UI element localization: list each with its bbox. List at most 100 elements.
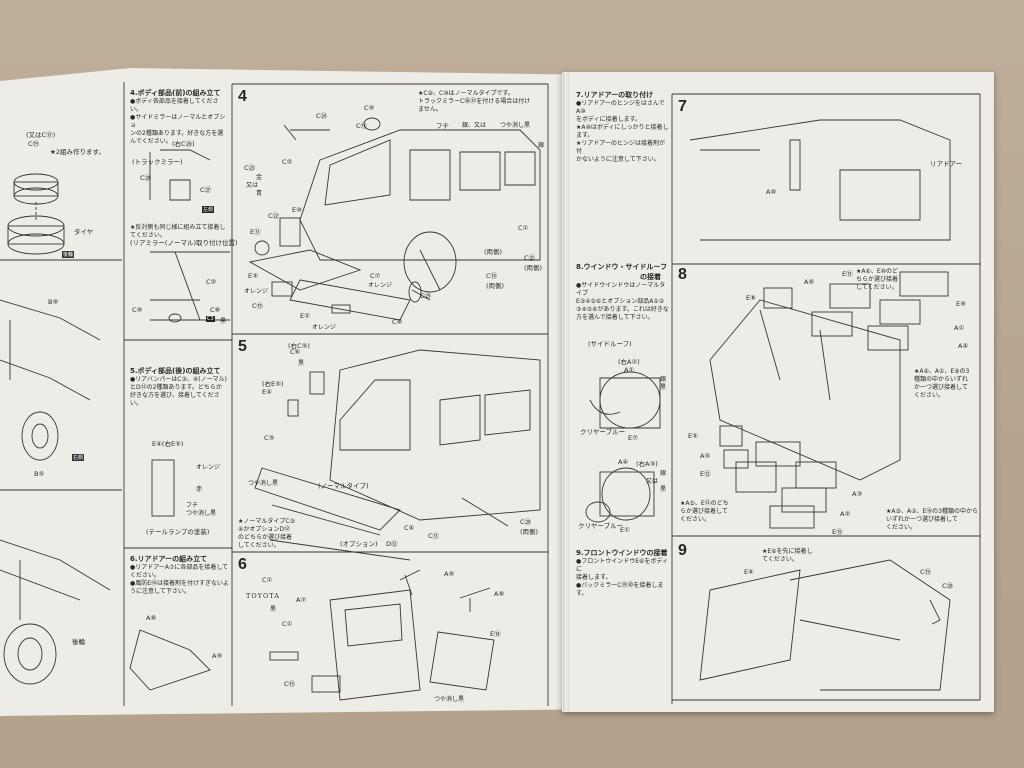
label-c25: C㉕ bbox=[420, 292, 432, 300]
label-a1-wr: A① bbox=[624, 366, 635, 374]
label-side-roof: (サイドルーフ) bbox=[588, 340, 632, 348]
label-a5: A⑤ bbox=[700, 452, 711, 460]
text-body-front: ●ボディ各部品を接着してください。 ●サイドミラーはノーマルとオプショ ンの2種… bbox=[130, 98, 226, 145]
label-c6: C⑥ bbox=[290, 348, 301, 356]
paint-orange-s4: オレンジ bbox=[244, 288, 269, 295]
paint-orange-e2: オレンジ bbox=[312, 324, 337, 331]
label-a4-s8: A④ bbox=[958, 342, 969, 350]
paint-or-wr: 又は bbox=[646, 478, 659, 485]
label-c20-s9: C⑳ bbox=[942, 582, 954, 590]
label-c11: C⑪ bbox=[428, 532, 440, 540]
label-c2: C② bbox=[206, 278, 217, 286]
note-step8-br: ★A③、A②、E⑮の3種類の中から いずれか一つ選び接着して ください。 bbox=[886, 508, 978, 531]
step-number-9: 9 bbox=[678, 542, 687, 559]
label-rear-door: リアドアー bbox=[930, 160, 963, 168]
paint-matte-s5: つや消し黒 bbox=[248, 480, 279, 487]
label-e5-right: (右E⑤) bbox=[262, 380, 284, 388]
label-a3-right: (右A③) bbox=[636, 460, 658, 468]
label-a10: A⑩ bbox=[766, 188, 777, 196]
label-a9: A⑨ bbox=[212, 652, 223, 660]
label-c9-s4: C⑨ bbox=[364, 104, 375, 112]
label-c5-right: (右C⑤) bbox=[288, 342, 310, 350]
label-c15-s6: C⑮ bbox=[284, 680, 296, 688]
label-c26-right: (右C㉖) bbox=[172, 140, 195, 148]
paint-matte-black: つや消し黒 bbox=[186, 510, 217, 517]
label-rear-wheel: 後輪 bbox=[72, 638, 85, 646]
label-c7: C⑦ bbox=[370, 272, 381, 280]
label-e7: E⑦ bbox=[628, 434, 638, 442]
black-color-text: 黒 bbox=[220, 318, 227, 325]
paint-orange: オレンジ bbox=[196, 464, 221, 471]
black-color-chip: C3 bbox=[206, 316, 215, 322]
label-e5-s8: E⑤ bbox=[688, 432, 698, 440]
label-a6: A⑥ bbox=[804, 278, 815, 286]
label-taillamp-paint: (テールランプの塗装) bbox=[146, 528, 210, 536]
label-a7: A⑦ bbox=[296, 596, 307, 604]
right-side-tag: 右側 bbox=[72, 454, 85, 461]
text-rear-door-install: ●リアドアーのヒンジをはさんでA⑩ をボディに接着します。 ★A⑩はボディにしっ… bbox=[576, 100, 669, 163]
label-c18: C⑱ bbox=[486, 272, 498, 280]
label-c17-alt: (又はC⑰) bbox=[26, 131, 56, 139]
text-front-window: ●フロントウインドウE⑥をボディに 接着します。 ●バックミラーC⑲⑳を接着しま… bbox=[576, 558, 668, 597]
label-c27: C㉗ bbox=[200, 186, 212, 194]
paint-red: 赤 bbox=[196, 486, 203, 493]
instruction-sheet-left bbox=[0, 68, 568, 716]
note-step9: ★E⑥を先に接着し てください。 bbox=[762, 548, 813, 563]
step-number-8: 8 bbox=[678, 266, 687, 283]
label-c22: C㉒ bbox=[268, 212, 280, 220]
left-side-tag: 左側 bbox=[202, 206, 215, 213]
label-normal-type: (ノーマルタイプ) bbox=[318, 482, 369, 490]
rear-wheel-tag: 後輪 bbox=[62, 251, 75, 258]
paint-orange-c7: オレンジ bbox=[368, 282, 393, 289]
paint-gold: 金 bbox=[256, 174, 263, 181]
label-c19-s9: C⑲ bbox=[920, 568, 932, 576]
label-c28: C㉘ bbox=[140, 174, 152, 182]
header-rear-door-install: 7.リアドアーの取り付け bbox=[576, 91, 654, 99]
label-c19: C⑲ bbox=[28, 140, 40, 148]
paint-blue: 青 bbox=[256, 190, 263, 197]
label-c3-s5: C③ bbox=[264, 434, 275, 442]
label-truck-mirror: (トラックミラー) bbox=[132, 158, 183, 166]
instruction-sheet-right bbox=[562, 72, 994, 712]
label-clear-blue: クリヤーブルー bbox=[580, 428, 626, 436]
label-both-3: (両側) bbox=[484, 248, 503, 256]
step-number-6: 6 bbox=[238, 556, 247, 573]
note-step8-bl: ★A⑤、E⑫のどち らか選び接着して ください。 bbox=[680, 500, 729, 523]
label-a9-s6: A⑨ bbox=[444, 570, 455, 578]
label-e12: E⑫ bbox=[700, 470, 711, 478]
text-body-rear: ●リアバンパーはC③、④(ノーマル) とD⑫の2種類あります。どちらか 好きな方… bbox=[130, 376, 227, 407]
label-e9: E⑨ bbox=[956, 300, 966, 308]
text-window-roof: ●サイドウインドウはノーマルタイプ E③④⑤⑥とオプション部品A①② ③④⑤⑥が… bbox=[576, 282, 669, 321]
label-e14: E⑭ bbox=[490, 630, 501, 638]
label-c21: C㉑ bbox=[524, 254, 536, 262]
label-option: (オプション) bbox=[340, 540, 378, 548]
label-mirror-position: (リアミラー(ノーマル)取り付け位置) bbox=[130, 239, 238, 247]
label-c20: C⑳ bbox=[520, 518, 532, 526]
step-number-4: 4 bbox=[238, 88, 247, 105]
label-c1: C① bbox=[518, 224, 529, 232]
note-step8-top: ★A⑥、E⑩のど ちらか選び接着 してください。 bbox=[856, 268, 899, 291]
header-rear-door-asm: 6.リアドアーの組み立て bbox=[130, 555, 208, 563]
note-make-two: ★2組み作ります。 bbox=[50, 148, 105, 156]
label-d12: D⑫ bbox=[386, 540, 398, 548]
label-a2-right: (右A②) bbox=[618, 358, 640, 366]
label-e3: E③ bbox=[248, 272, 258, 280]
label-both-c18: (両側) bbox=[486, 282, 505, 290]
paint-matte-s4: つや消し黒 bbox=[500, 122, 531, 129]
paint-matte-s6: つや消し黒 bbox=[434, 696, 465, 703]
page-fold bbox=[563, 72, 569, 712]
label-e4-s5: E④ bbox=[262, 388, 272, 396]
paint-silver-body: 銀 bbox=[538, 142, 545, 149]
label-e15: E⑮ bbox=[832, 528, 843, 536]
label-a8-s6: A⑧ bbox=[494, 590, 505, 598]
label-b5: B⑤ bbox=[34, 470, 45, 478]
text-rear-door-asm: ●リアドアーA⑦に各部品を接着して ください。 ●風防E⑭は接着剤を付けすぎない… bbox=[130, 564, 229, 595]
paint-black-wr: 黒 bbox=[660, 384, 667, 391]
label-c1b-s6: C① bbox=[282, 620, 293, 628]
paint-or: 又は bbox=[246, 182, 259, 189]
label-c13: C⑬ bbox=[356, 122, 368, 130]
note-step5: ★ノーマルタイプC③ ④かオプションD⑫ のどちらか選び接着 してください。 bbox=[238, 518, 295, 549]
label-e10: E⑩ bbox=[292, 206, 302, 214]
paint-futa: フチ bbox=[186, 502, 199, 509]
